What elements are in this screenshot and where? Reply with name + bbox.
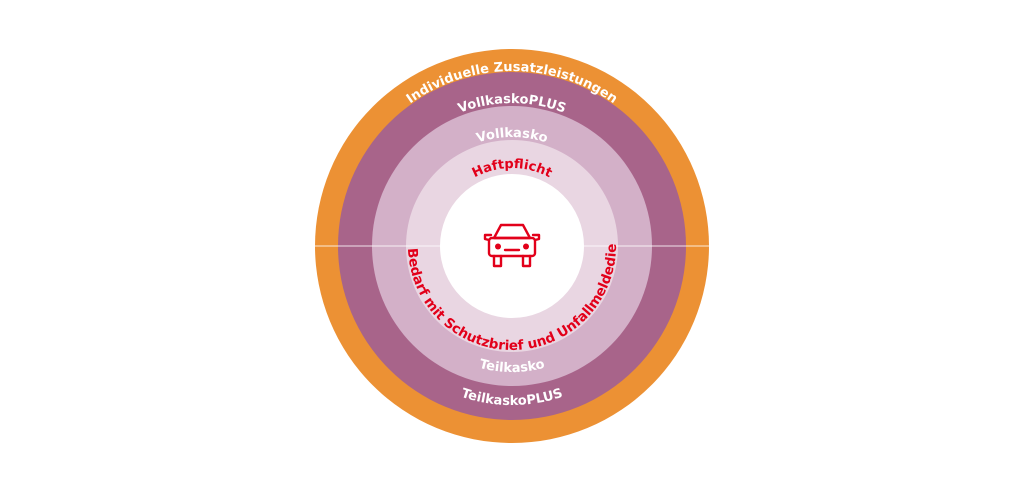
- kasko-ring-bottom-label: Teilkasko: [478, 357, 546, 376]
- center-disc: [440, 174, 584, 318]
- car-icon: [483, 223, 541, 268]
- svg-text:TeilkaskoPLUS: TeilkaskoPLUS: [459, 386, 564, 409]
- plus-ring-bottom-label: TeilkaskoPLUS: [459, 386, 564, 409]
- svg-text:Teilkasko: Teilkasko: [478, 357, 546, 376]
